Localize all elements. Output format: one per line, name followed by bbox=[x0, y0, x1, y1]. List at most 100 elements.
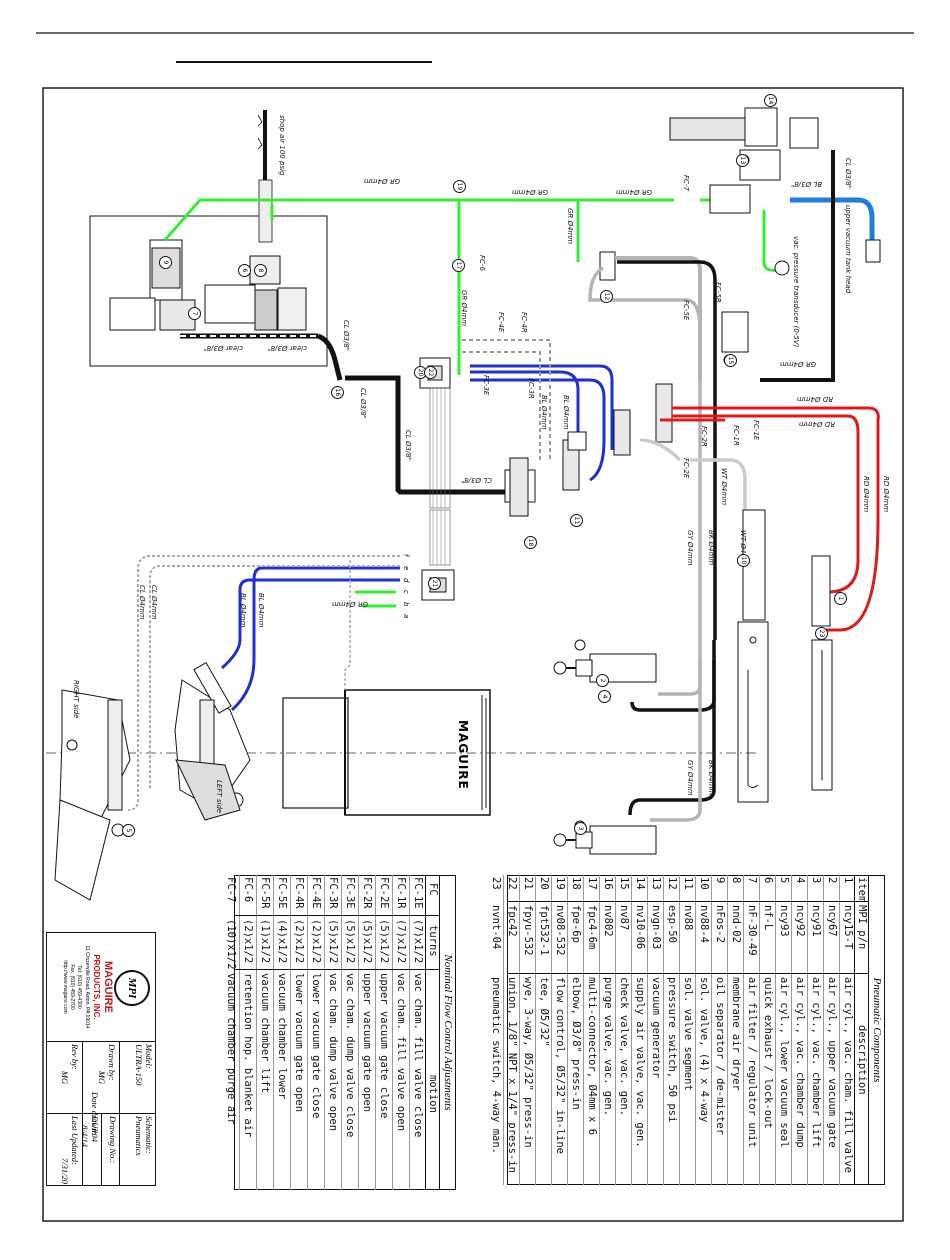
description-cell: quick exhaust / lock-out bbox=[762, 977, 774, 1129]
port-letter-e: e bbox=[402, 566, 410, 571]
pneumatic-col-div-2 bbox=[507, 973, 869, 974]
fc-cell: FC-4E bbox=[310, 877, 322, 909]
item-cell: 8 bbox=[730, 877, 742, 884]
part-number-cell: nvnt-04 bbox=[490, 905, 502, 950]
flow-header-motion: motion bbox=[427, 1075, 439, 1113]
header-item: item bbox=[856, 877, 868, 903]
fc-tag-fc-7: FC-7 bbox=[682, 175, 690, 191]
description-cell: sol. valve, (4) x 4-way bbox=[698, 977, 710, 1123]
model-label: Model: bbox=[144, 1044, 154, 1069]
turns-cell: (5)x1/2 bbox=[361, 919, 373, 964]
tube-label-bl-right: BL Ø3/8" bbox=[791, 180, 822, 188]
item-number-bubble: 18 bbox=[524, 536, 537, 549]
turns-cell: (4)x1/2 bbox=[276, 919, 288, 964]
item-cell: 18 bbox=[570, 877, 582, 890]
part-number-cell: fpt532-1 bbox=[538, 905, 550, 956]
port-letter-b: b bbox=[402, 602, 410, 607]
item-number-bubble: 23 bbox=[815, 627, 828, 640]
description-cell: multi-connector, Ø4mm x 6 bbox=[586, 977, 598, 1136]
turns-cell: (5)x1/2 bbox=[327, 919, 339, 964]
tube-label-bl-left-2: BL Ø4mm bbox=[239, 593, 247, 628]
part-number-cell: ncy91 bbox=[810, 905, 822, 937]
fc-tag-fc-2r: FC-2R bbox=[700, 426, 708, 447]
turns-cell: (5)x1/2 bbox=[378, 919, 390, 964]
tube-label-clear-1: clear Ø3/8" bbox=[203, 344, 244, 352]
drawing-no-label: Drawing No.: bbox=[108, 1116, 118, 1164]
model-value: ULTRA-150 bbox=[134, 1044, 144, 1086]
header-pn: MPI p/n bbox=[856, 905, 868, 950]
tube-label-bk-2: BK Ø4mm bbox=[707, 760, 715, 796]
motion-cell: lower vacuum gate open bbox=[293, 973, 305, 1113]
item-number-bubble: 10 bbox=[737, 554, 750, 567]
date-drawn-label: Date drawn: bbox=[90, 1092, 100, 1136]
company-fax: Fax: (610) 459-2700 bbox=[69, 964, 75, 1010]
fc-tag-fc-1e: FC-1E bbox=[752, 420, 760, 441]
fc-cell: FC-5E bbox=[276, 877, 288, 909]
tube-label-rd-3: RD Ø4mm bbox=[882, 476, 890, 513]
fc-cell: FC-7 bbox=[225, 877, 237, 903]
part-number-cell: ncy15-T bbox=[842, 905, 854, 950]
turns-cell: (5)x1/2 bbox=[344, 919, 356, 964]
left-side-actuator bbox=[174, 662, 251, 821]
fc-tag-fc-6: FC-6 bbox=[478, 255, 486, 271]
item-cell: 3 bbox=[810, 877, 822, 884]
motion-cell: retention hop. blanket air bbox=[242, 973, 254, 1138]
fc-cell: FC-2R bbox=[361, 877, 373, 909]
item-cell: 5 bbox=[778, 877, 790, 884]
item-number-bubble: 16 bbox=[331, 386, 344, 399]
description-cell: sol. valve segment bbox=[682, 977, 694, 1091]
part-number-cell: fpyu-532 bbox=[522, 905, 534, 956]
tube-label-cl-top: CL Ø3/8" bbox=[844, 158, 852, 190]
tube-label-wt-1: WT Ø4mm bbox=[720, 468, 728, 506]
tube-label-cl-vac: GR Ø4mm bbox=[779, 360, 816, 368]
item-number-bubble: 7 bbox=[188, 307, 201, 320]
item-cell: 7 bbox=[746, 877, 758, 884]
tube-label-gr-vert: GR Ø4mm bbox=[460, 290, 468, 327]
fc-tag-fc-4r: FC-4R bbox=[520, 312, 528, 333]
part-number-cell: ncy93 bbox=[778, 905, 790, 937]
description-cell: supply air valve, vac. gen. bbox=[634, 977, 646, 1148]
item-cell: 11 bbox=[682, 877, 694, 890]
description-cell: tee, Ø5/32" bbox=[538, 977, 550, 1047]
tube-label-bk-1: BK Ø4mm bbox=[707, 530, 715, 566]
model-cell: Model: ULTRA-150 bbox=[119, 1042, 156, 1114]
item-cell: 23 bbox=[490, 877, 502, 890]
fc-cell: FC-6 bbox=[242, 877, 254, 903]
item-number-bubble: 1 bbox=[834, 592, 847, 605]
description-cell: pressure switch, 50 psi bbox=[666, 977, 678, 1123]
port-letter-c: c bbox=[402, 590, 410, 594]
right-side-actuator bbox=[54, 689, 131, 901]
item-number-bubble: 12 bbox=[600, 290, 613, 303]
item-cell: 9 bbox=[714, 877, 726, 884]
description-cell: membrane air dryer bbox=[730, 977, 742, 1091]
item-cell: 21 bbox=[522, 877, 534, 890]
mpi-logo: MPI bbox=[114, 970, 150, 1006]
tube-label-cl-mid: CL Ø3/8" bbox=[359, 388, 367, 420]
tube-label-rd-2: RD Ø4mm bbox=[798, 420, 835, 428]
pneumatic-col-div-1 bbox=[507, 901, 869, 902]
item-number-bubble: 22 bbox=[424, 366, 437, 379]
tube-label-rd-4: RD Ø4mm bbox=[862, 476, 870, 513]
port-letter-f: f bbox=[402, 554, 410, 557]
date-drawn-value: 8/4/14 bbox=[80, 1125, 90, 1147]
item-cell: 17 bbox=[586, 877, 598, 890]
description-cell: vacuum generator bbox=[650, 977, 662, 1079]
fc-tag-fc-1r: FC-1R bbox=[732, 425, 740, 446]
item-cell: 19 bbox=[554, 877, 566, 890]
description-cell: union, 1/8" NPT x 1/4" press-in bbox=[506, 977, 518, 1173]
item-cell: 22 bbox=[506, 877, 518, 890]
